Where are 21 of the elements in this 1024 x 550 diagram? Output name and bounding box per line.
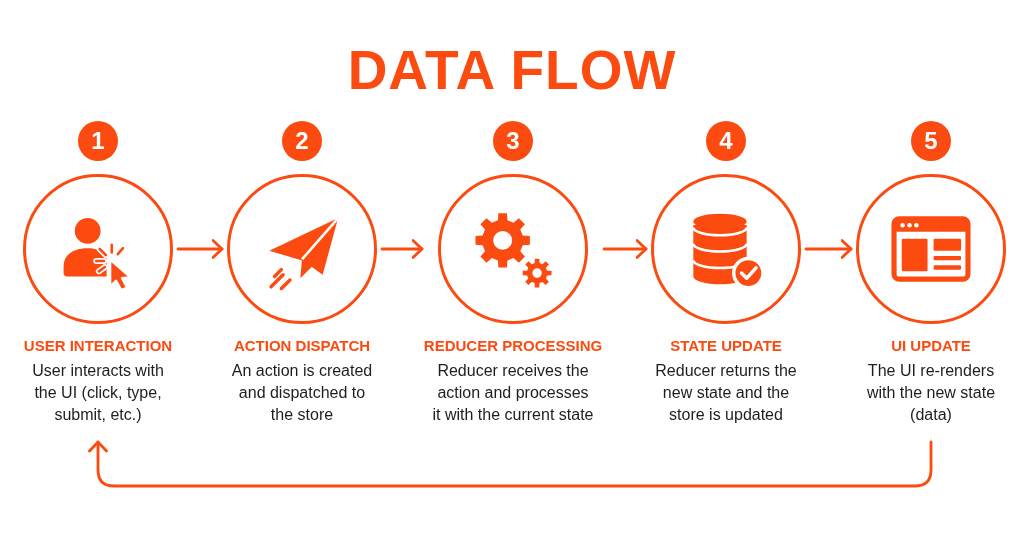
step-description: Reducer returns the new state and the store is updated [654, 361, 798, 425]
step-heading: UI UPDATE [891, 337, 971, 355]
step-heading: REDUCER PROCESSING [423, 337, 603, 355]
step-number: 2 [282, 121, 322, 161]
step-heading: STATE UPDATE [670, 337, 782, 355]
arrow [176, 239, 224, 259]
loop-arrow [88, 440, 933, 488]
arrow [380, 239, 424, 259]
step-heading: USER INTERACTION [23, 337, 173, 355]
title: DATA FLOW [347, 43, 677, 98]
step-description: An action is created and dispatched to the store [230, 361, 374, 425]
step-number: 4 [706, 121, 746, 161]
step-description: Reducer receives the action and processes it with the current state [431, 361, 595, 425]
arrow [602, 239, 648, 259]
step-number: 3 [493, 121, 533, 161]
step-number: 5 [911, 121, 951, 161]
step-description: User interacts with the UI (click, type, submit, etc.) [31, 361, 165, 425]
step-heading: ACTION DISPATCH [233, 337, 371, 355]
arrow [804, 239, 853, 259]
step-number: 1 [78, 121, 118, 161]
step-description: The UI re-renders with the new state (data) [865, 361, 997, 425]
